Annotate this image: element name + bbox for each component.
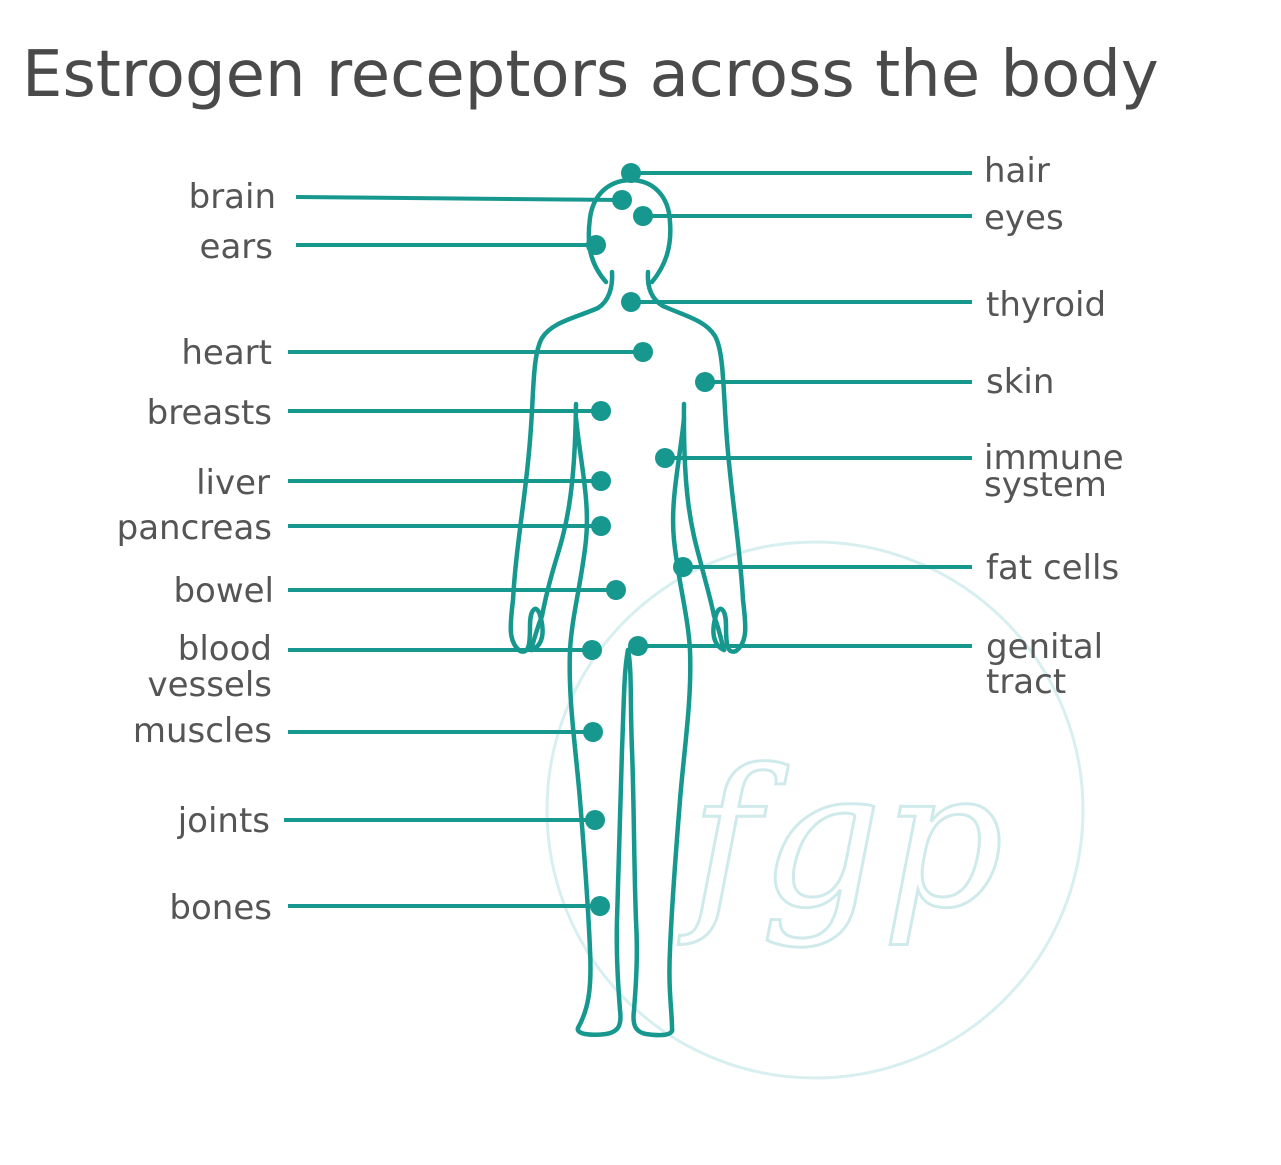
label-liver: liver	[196, 463, 270, 503]
label-bones: bones	[169, 888, 272, 928]
label-immune-system-line2: system	[984, 465, 1107, 505]
ears-dot	[586, 235, 606, 255]
watermark-logo: fgp	[545, 540, 1085, 1080]
label-skin: skin	[986, 362, 1054, 402]
right-labels: hair eyes thyroid skin immune system fat…	[984, 151, 1124, 702]
label-heart: heart	[181, 333, 272, 373]
eyes-dot	[633, 206, 653, 226]
label-brain: brain	[189, 177, 276, 217]
genital-tract-dot	[628, 636, 648, 656]
bowel-dot	[606, 580, 626, 600]
breasts-dot	[591, 401, 611, 421]
pancreas-dot	[591, 516, 611, 536]
thyroid-dot	[621, 292, 641, 312]
joints-dot	[585, 810, 605, 830]
label-muscles: muscles	[133, 711, 272, 751]
brain-dot	[612, 190, 632, 210]
blood-vessels-dot	[582, 640, 602, 660]
svg-text:fgp: fgp	[678, 729, 1004, 950]
bones-dot	[590, 896, 610, 916]
label-breasts: breasts	[147, 393, 272, 433]
label-thyroid: thyroid	[986, 285, 1106, 325]
diagram-title: Estrogen receptors across the body	[22, 38, 1159, 112]
label-blood-vessels-line1: blood	[178, 629, 272, 669]
label-genital-tract-line1: genital	[986, 627, 1103, 667]
label-joints: joints	[177, 801, 270, 841]
receptor-dots	[582, 163, 715, 916]
immune-system-dot	[655, 448, 675, 468]
label-fat-cells: fat cells	[986, 548, 1119, 588]
label-genital-tract-line2: tract	[986, 662, 1066, 702]
label-immune-system-line1: immune	[984, 438, 1124, 478]
label-ears: ears	[200, 227, 273, 267]
label-blood-vessels-line2: vessels	[147, 665, 272, 705]
human-body-outline	[508, 177, 748, 1038]
muscles-dot	[583, 722, 603, 742]
left-labels: brain ears heart breasts liver pancreas …	[117, 177, 276, 928]
connector-lines	[284, 171, 972, 908]
fat-cells-dot	[673, 557, 693, 577]
label-bowel: bowel	[173, 571, 274, 611]
hair-dot	[621, 163, 641, 183]
liver-dot	[591, 471, 611, 491]
label-eyes: eyes	[984, 198, 1064, 238]
label-hair: hair	[984, 151, 1050, 191]
label-pancreas: pancreas	[117, 508, 272, 548]
skin-dot	[695, 372, 715, 392]
heart-dot	[633, 342, 653, 362]
